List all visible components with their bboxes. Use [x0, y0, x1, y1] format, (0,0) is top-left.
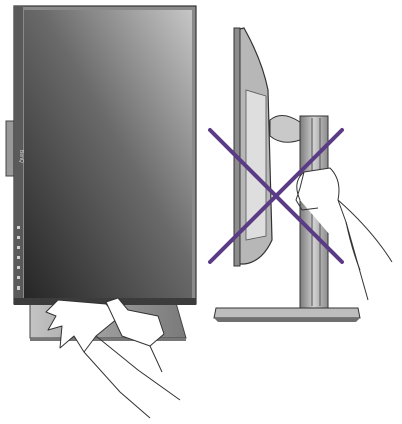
stand-base-shadow — [30, 338, 186, 341]
brand-logo-text: BenQ — [18, 150, 24, 163]
side-hinge-arm — [270, 115, 300, 142]
front-monitor-group: BenQ — [6, 6, 196, 341]
monitor-screen — [24, 10, 192, 298]
side-stand-base — [214, 308, 360, 318]
side-monitor-group — [214, 28, 360, 322]
side-stand-foot — [214, 318, 360, 322]
